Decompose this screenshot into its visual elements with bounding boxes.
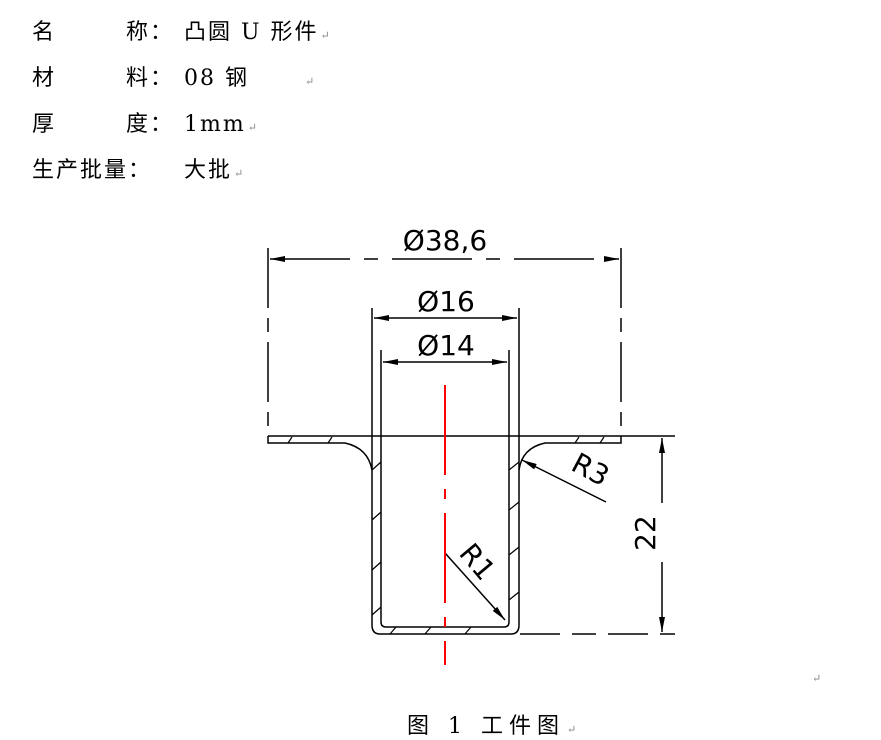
figure-caption-text: 图 1 工件图 xyxy=(407,714,565,739)
spec-name-value: 凸圆 U 形件 xyxy=(184,20,319,45)
spec-thickness-label-b: 度： xyxy=(126,112,175,137)
dim-mid-diameter: Ø16 xyxy=(417,285,475,318)
spec-material-label-b: 料： xyxy=(126,66,175,91)
spec-material-value: 08 钢 xyxy=(184,66,249,91)
paragraph-mark-icon: ↵ xyxy=(247,121,259,134)
spec-batch-row: 生产批量： 大批↵ xyxy=(32,156,245,186)
radius-bottom-label: R1 xyxy=(453,537,502,587)
paragraph-mark-icon: ↵ xyxy=(320,29,332,42)
spec-batch-label: 生产批量： xyxy=(32,158,153,183)
spec-material-row: 材 料： 08 钢 ↵ xyxy=(32,64,316,94)
dim-inner-diameter: Ø14 xyxy=(417,329,475,362)
paragraph-mark-icon: ↵ xyxy=(812,672,822,685)
spec-name-row: 名 称： 凸圆 U 形件↵ xyxy=(32,18,332,48)
paragraph-mark-icon: ↵ xyxy=(234,167,246,180)
figure-caption: 图 1 工件图↵ xyxy=(407,708,582,740)
spec-material-label-a: 材 xyxy=(32,66,57,91)
spec-thickness-label-a: 厚 xyxy=(32,112,57,137)
paragraph-mark-icon: ↵ xyxy=(566,723,583,736)
spec-name-label-a: 名 xyxy=(32,20,57,45)
dim-height: 22 xyxy=(629,515,662,551)
spec-name-label-b: 称： xyxy=(126,20,175,45)
spec-thickness-value: 1mm xyxy=(184,112,246,137)
spec-thickness-row: 厚 度： 1mm↵ xyxy=(32,110,259,140)
dim-outer-diameter: Ø38,6 xyxy=(403,224,487,257)
spec-batch-value: 大批 xyxy=(184,158,233,183)
paragraph-mark-icon: ↵ xyxy=(305,75,317,88)
